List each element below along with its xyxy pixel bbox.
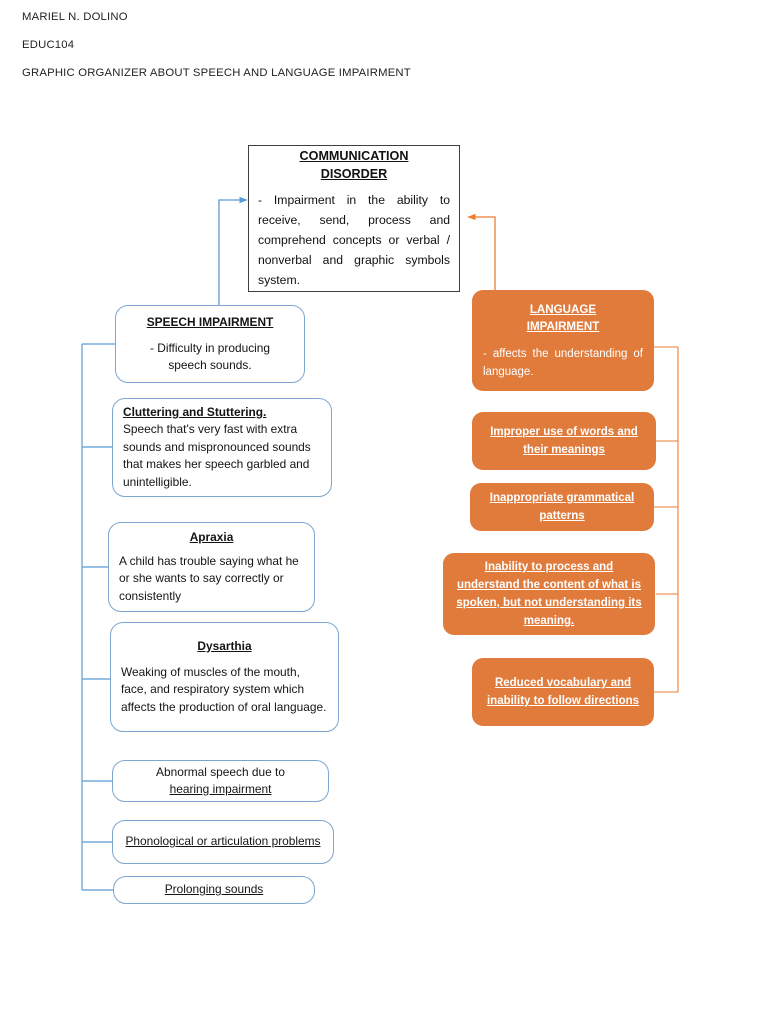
node-title: Cluttering and Stuttering.	[123, 405, 267, 419]
node-prolonging-sounds[interactable]: Prolonging sounds	[113, 876, 315, 904]
node-cluttering-stuttering[interactable]: Cluttering and Stuttering. Speech that's…	[112, 398, 332, 497]
node-body-line1: - Difficulty in producing	[149, 340, 271, 355]
node-apraxia[interactable]: Apraxia A child has trouble saying what …	[108, 522, 315, 612]
node-title: SPEECH IMPAIRMENT	[146, 314, 274, 329]
node-body: Improper use of words and their meanings	[490, 426, 638, 456]
node-body: A child has trouble saying what he or sh…	[119, 553, 299, 603]
node-phonological-articulation[interactable]: Phonological or articulation problems	[112, 820, 334, 864]
connector-language-spine	[654, 346, 679, 693]
course-code: EDUC104	[22, 39, 75, 51]
node-title-line1: COMMUNICATION	[299, 148, 409, 163]
connector-speech-spine	[81, 343, 115, 891]
document-header: MARIEL N. DOLINO EDUC104 GRAPHIC ORGANIZ…	[22, 10, 722, 94]
node-body: - Impairment in the ability to receive, …	[258, 192, 450, 287]
node-communication-disorder[interactable]: COMMUNICATION DISORDER - Impairment in t…	[248, 145, 460, 292]
node-body-line2: speech sounds.	[168, 358, 252, 372]
node-title-line2: DISORDER	[320, 166, 388, 181]
node-title: Apraxia	[189, 530, 234, 544]
node-body: Weaking of muscles of the mouth, face, a…	[121, 664, 327, 714]
node-hearing-impairment[interactable]: Abnormal speech due to hearing impairmen…	[112, 760, 329, 802]
node-language-impairment[interactable]: LANGUAGE IMPAIRMENT - affects the unders…	[472, 290, 654, 391]
node-body-underlined: hearing impairment	[169, 782, 272, 796]
node-title: LANGUAGE IMPAIRMENT	[483, 301, 643, 335]
node-inability-to-process[interactable]: Inability to process and understand the …	[443, 553, 655, 635]
node-dysarthia[interactable]: Dysarthia Weaking of muscles of the mout…	[110, 622, 339, 732]
node-speech-impairment[interactable]: SPEECH IMPAIRMENT - Difficulty in produc…	[115, 305, 305, 383]
node-body: Phonological or articulation problems	[125, 834, 321, 849]
spacer	[126, 331, 294, 340]
node-body: Speech that's very fast with extra sound…	[123, 422, 311, 489]
node-reduced-vocabulary[interactable]: Reduced vocabulary and inability to foll…	[472, 658, 654, 726]
node-body: - Difficulty in producing speech sounds.	[126, 340, 294, 375]
node-body-plain: Abnormal speech due to	[156, 764, 285, 779]
connector-language-to-center	[467, 213, 496, 290]
student-name: MARIEL N. DOLINO	[22, 11, 128, 23]
connector-speech-to-center	[218, 196, 248, 305]
spacer	[483, 335, 643, 345]
node-improper-use-of-words[interactable]: Improper use of words and their meanings	[472, 412, 656, 470]
node-inappropriate-grammar[interactable]: Inappropriate grammatical patterns	[470, 483, 654, 531]
node-body: Inappropriate grammatical patterns	[489, 492, 635, 522]
node-title-line2: IMPAIRMENT	[526, 319, 600, 333]
node-body: Prolonging sounds	[164, 882, 264, 897]
node-body: Reduced vocabulary and inability to foll…	[486, 677, 640, 707]
spacer	[121, 655, 328, 664]
node-title-line1: LANGUAGE	[529, 302, 597, 316]
assignment-title: GRAPHIC ORGANIZER ABOUT SPEECH AND LANGU…	[22, 67, 411, 79]
node-title: Dysarthia	[197, 638, 252, 653]
node-body: Inability to process and understand the …	[456, 561, 642, 627]
node-body: - affects the understanding of language.	[483, 347, 643, 378]
node-body: Abnormal speech due to hearing impairmen…	[123, 764, 318, 799]
node-title: COMMUNICATION DISORDER	[258, 147, 450, 183]
